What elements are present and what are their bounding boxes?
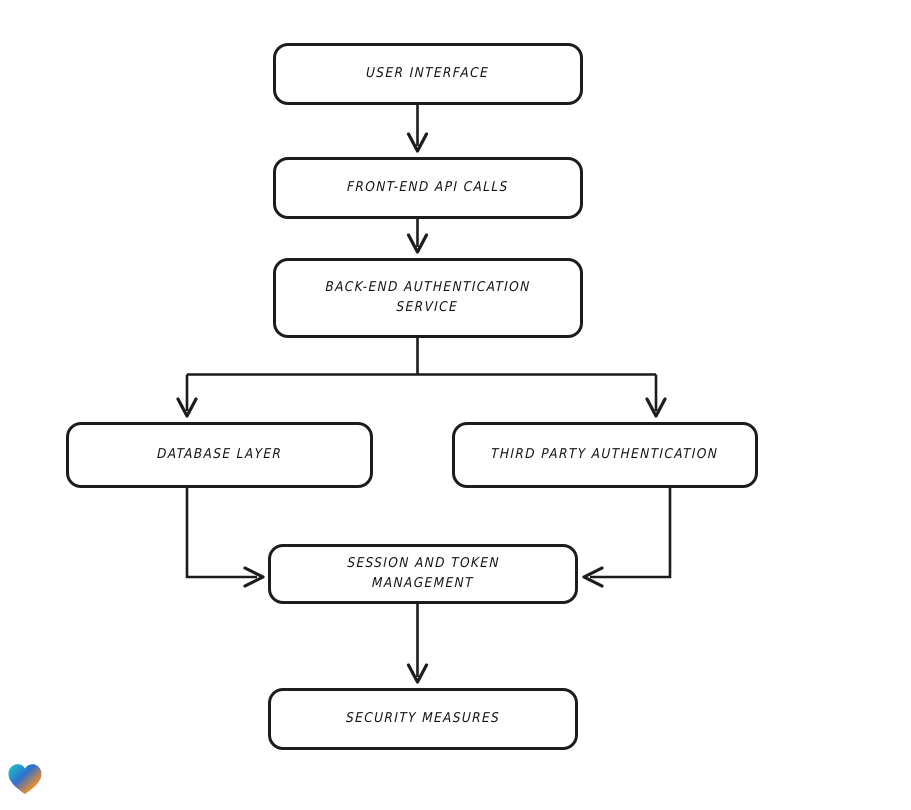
node-user-interface[interactable]: USER INTERFACE (273, 43, 583, 105)
node-third-party-authentication[interactable]: THIRD PARTY AUTHENTICATION (452, 422, 758, 488)
node-security-measures[interactable]: SECURITY MEASURES (268, 688, 578, 750)
edge-database-layer-to-session-token-mgmt (185, 488, 265, 588)
edge-branch-to-database-layer (176, 374, 198, 418)
node-frontend-api-calls[interactable]: FRONT-END API CALLS (273, 157, 583, 219)
edge-frontend-api-calls-to-backend-auth-service (406, 219, 429, 254)
edge-user-interface-to-frontend-api-calls (406, 105, 429, 153)
edge-third-party-auth-to-session-token-mgmt (582, 488, 672, 588)
node-session-and-token-management[interactable]: SESSION AND TOKEN MANAGEMENT (268, 544, 578, 604)
edge-branch-to-third-party-auth (645, 374, 667, 418)
heart-icon (8, 764, 42, 794)
node-frontend-api-calls-label: FRONT-END API CALLS (346, 179, 510, 196)
node-third-party-authentication-label: THIRD PARTY AUTHENTICATION (491, 446, 719, 463)
node-user-interface-label: USER INTERFACE (366, 65, 490, 82)
node-backend-auth-service[interactable]: BACK-END AUTHENTICATION SERVICE (273, 258, 583, 338)
node-security-measures-label: SECURITY MEASURES (345, 710, 501, 727)
node-database-layer[interactable]: DATABASE LAYER (66, 422, 373, 488)
node-backend-auth-service-label: BACK-END AUTHENTICATION SERVICE (325, 279, 532, 315)
node-database-layer-label: DATABASE LAYER (156, 446, 283, 463)
edge-backend-auth-service-branch-bus (187, 338, 656, 376)
node-session-and-token-management-label: SESSION AND TOKEN MANAGEMENT (346, 555, 500, 591)
edge-session-token-mgmt-to-security-measures (406, 604, 429, 684)
